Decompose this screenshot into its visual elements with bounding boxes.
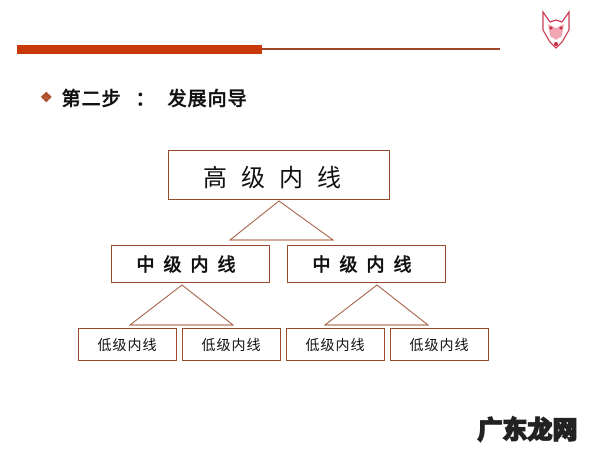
node-bottom-1: 低级内线 [78,328,177,361]
diamond-bullet-icon: ❖ [40,89,54,106]
header-rule-line [262,48,500,50]
wolf-head-logo-icon [540,10,572,50]
title-text: 发展向导 [167,88,248,110]
node-bottom-4: 低级内线 [390,328,489,361]
slide-title: ❖ 第二步 ： 发展向导 [40,84,248,111]
node-bottom-2: 低级内线 [182,328,281,361]
title-step: 第二步 [61,88,122,110]
node-bottom-3: 低级内线 [286,328,385,361]
node-top: 高级内线 [168,150,390,200]
header-accent-bar [17,45,262,54]
node-middle-right: 中级内线 [287,245,446,283]
node-middle-left: 中级内线 [111,245,270,283]
watermark-text: 广东龙网 [477,415,578,445]
title-colon: ： [135,88,156,110]
